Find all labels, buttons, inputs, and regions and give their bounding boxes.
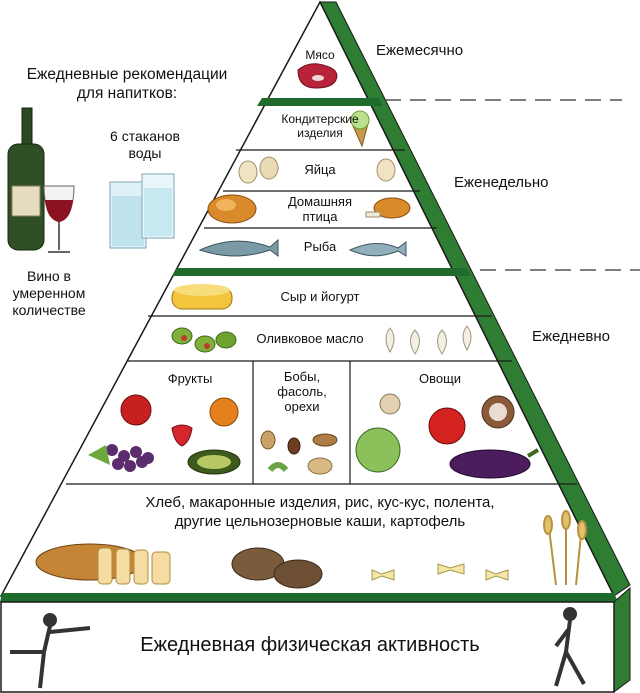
wine-bottle-icon — [7, 107, 45, 251]
potatoes-icon — [231, 547, 323, 589]
water-label: 6 стаканов воды — [100, 128, 190, 162]
drinks-title: Ежедневные рекомендации для напитков: — [12, 66, 242, 103]
frequency-weekly: Еженедельно — [454, 174, 549, 191]
tier-poultry-label: Домашняя птица — [262, 194, 378, 225]
olives-icon — [171, 327, 237, 353]
tier-fish-label: Рыба — [303, 239, 337, 254]
tier-beans-label: Бобы, фасоль, орехи — [254, 369, 350, 415]
wine-label-line2: умеренном — [12, 284, 86, 301]
water-glasses-icon — [109, 173, 175, 249]
tier-vegetables-label: Овощи — [418, 371, 462, 386]
frequency-daily: Ежедневно — [532, 328, 611, 345]
tier-grains-line1: Хлеб, макаронные изделия, рис, кус-кус, … — [145, 494, 495, 511]
garlic-icon — [385, 325, 472, 355]
fish-right-icon — [348, 241, 407, 257]
activity-side — [613, 586, 631, 693]
tier-olive-oil-label: Оливковое масло — [256, 331, 364, 346]
bread-icon — [35, 543, 171, 585]
drumstick-icon — [365, 197, 411, 219]
fish-left-icon — [198, 238, 279, 257]
drinks-title-line1: Ежедневные рекомендации — [26, 66, 228, 83]
tier-cheese-label: Сыр и йогурт — [280, 289, 360, 304]
tier-sweets-line2: изделия — [297, 125, 343, 140]
activity-box — [0, 601, 615, 693]
band-monthly-weekly — [257, 98, 383, 106]
tier-beans-line2: фасоль, — [277, 383, 327, 399]
ice-cream-icon — [350, 110, 370, 148]
steak-icon — [297, 63, 338, 89]
tier-fruits-label: Фрукты — [167, 371, 213, 386]
fruits-icon — [88, 394, 241, 475]
tier-grains-label: Хлеб, макаронные изделия, рис, кус-кус, … — [90, 494, 550, 532]
band-ground — [0, 593, 618, 602]
water-label-line2: воды — [128, 144, 162, 161]
roast-chicken-icon — [207, 194, 257, 224]
tier-lines — [66, 149, 577, 485]
tier-beans-line1: Бобы, — [283, 369, 321, 384]
pasta-icon — [371, 563, 509, 581]
water-label-line1: 6 стаканов — [110, 128, 180, 144]
tier-sweets-line1: Кондитерские — [281, 112, 359, 126]
eggs-left-icon — [238, 156, 279, 184]
frequency-monthly: Ежемесячно — [376, 42, 464, 59]
tier-meat-label: Мясо — [305, 48, 335, 62]
wine-label-line1: Вино в — [26, 268, 71, 284]
tier-grains-line2: другие цельнозерновые каши, картофель — [174, 512, 466, 530]
wheat-icon — [543, 510, 587, 586]
activity-label: Ежедневная физическая активность — [140, 634, 480, 656]
beans-nuts-icon — [260, 430, 338, 475]
tier-poultry-line1: Домашняя — [287, 194, 353, 209]
band-weekly-daily — [172, 268, 471, 276]
drinks-title-line2: для напитков: — [76, 84, 178, 102]
runner-figure-icon — [554, 607, 586, 687]
wine-glass-icon — [43, 185, 75, 253]
wine-label-line3: количестве — [12, 301, 86, 318]
tier-sweets-label: Кондитерские изделия — [250, 112, 390, 141]
tier-eggs-label: Яйца — [304, 162, 336, 177]
wine-label: Вино в умеренном количестве — [4, 268, 94, 318]
tier-poultry-line2: птица — [302, 208, 338, 224]
cheese-icon — [171, 284, 233, 310]
tier-beans-line3: орехи — [284, 398, 320, 414]
dancer-figure-icon — [10, 613, 91, 689]
vegetables-icon — [355, 393, 540, 479]
eggs-right-icon — [376, 158, 396, 182]
